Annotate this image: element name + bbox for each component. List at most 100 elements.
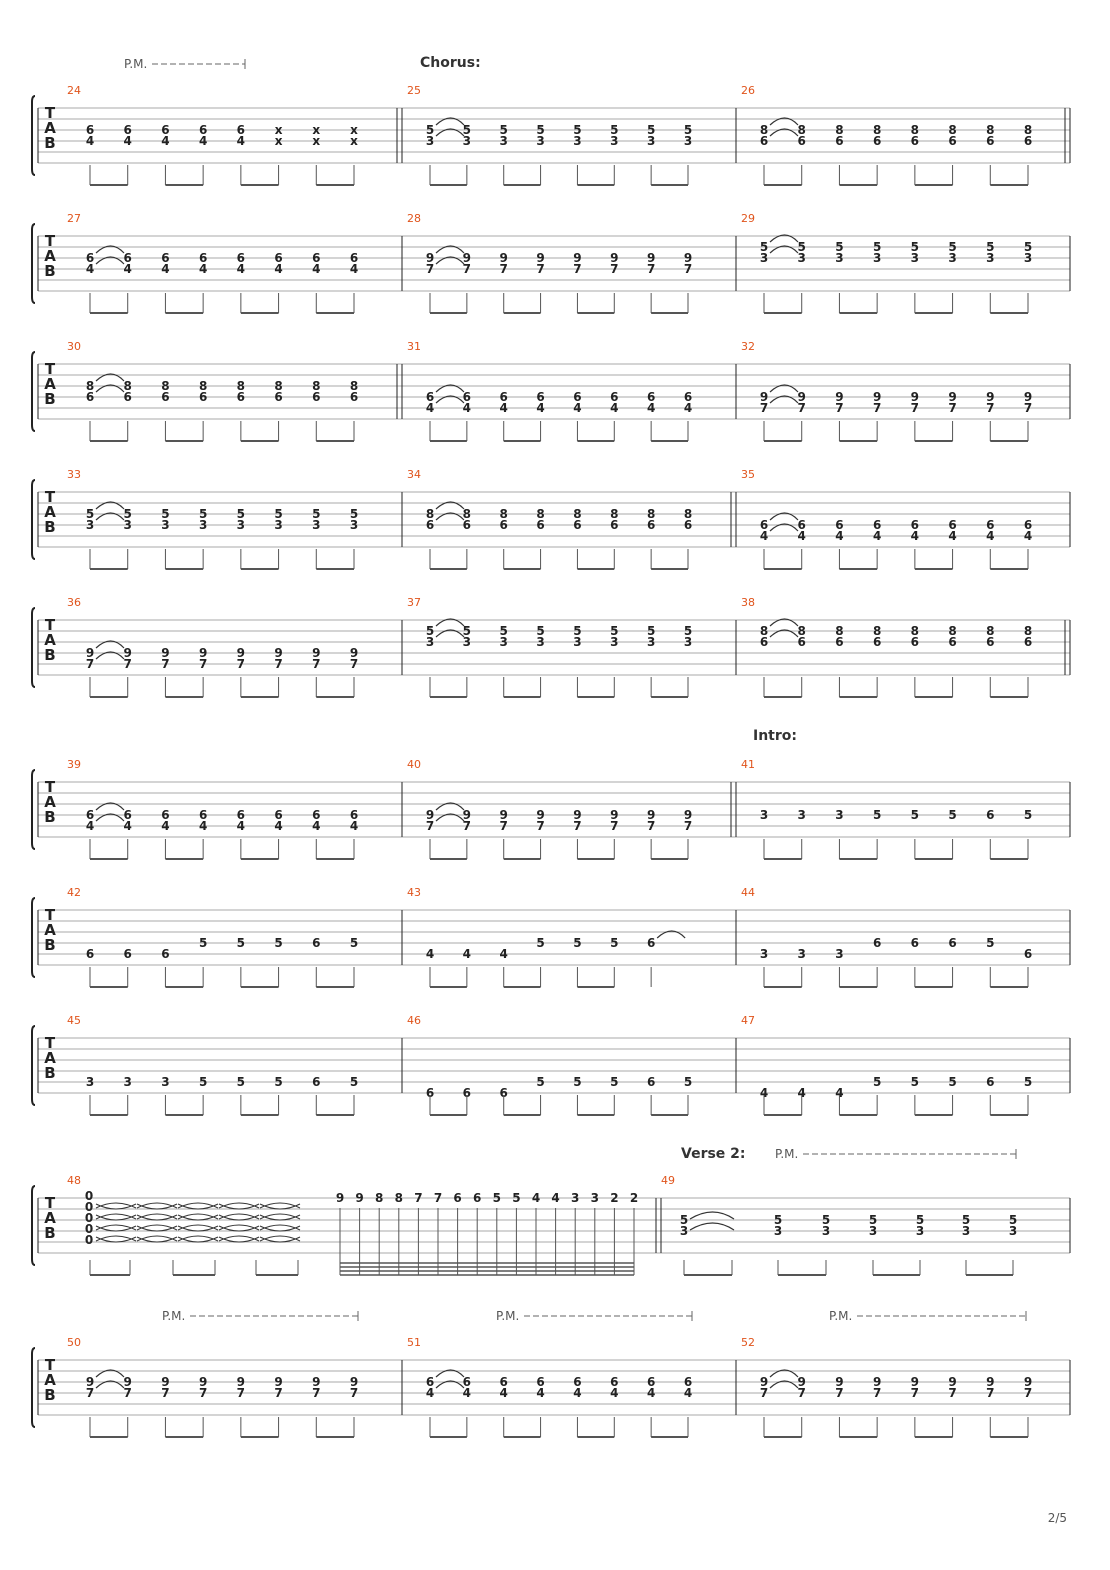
tie-arc — [218, 1203, 260, 1210]
tie-arc — [95, 813, 125, 822]
fret-number: 6 — [124, 947, 132, 961]
fret-number: 5 — [774, 1213, 782, 1227]
fret-number: 4 — [911, 529, 919, 543]
fret-number: 6 — [274, 808, 282, 822]
fret-number: 5 — [500, 624, 508, 638]
tab-clef-letter: T — [45, 1194, 56, 1212]
fret-number: 4 — [312, 819, 320, 833]
fret-number: 3 — [463, 635, 471, 649]
fret-number: 7 — [873, 401, 881, 415]
tab-clef-letter: A — [44, 921, 56, 939]
fret-number: 3 — [536, 635, 544, 649]
fret-number: 6 — [274, 251, 282, 265]
fret-number: 5 — [536, 936, 544, 950]
fret-number: 6 — [237, 390, 245, 404]
fret-number: 6 — [312, 808, 320, 822]
fret-number: 9 — [237, 646, 245, 660]
fret-number: 6 — [161, 808, 169, 822]
tie-arc — [435, 618, 465, 627]
fret-number: 6 — [760, 518, 768, 532]
section-label-verse2: Verse 2: — [681, 1146, 746, 1162]
fret-number: 5 — [610, 624, 618, 638]
tie-arc — [177, 1236, 219, 1243]
fret-number: x — [312, 123, 320, 137]
fret-number: 6 — [986, 518, 994, 532]
tab-clef-letter: B — [44, 134, 55, 152]
fret-number: 8 — [274, 379, 282, 393]
fret-number: 6 — [199, 808, 207, 822]
measure-number: 43 — [407, 886, 421, 899]
tie-arc — [435, 501, 465, 510]
fret-number: 6 — [873, 936, 881, 950]
fret-number: 5 — [948, 1075, 956, 1089]
tie-arc — [95, 1225, 137, 1232]
fret-number: 7 — [426, 262, 434, 276]
fret-number: 9 — [336, 1191, 344, 1205]
fret-number: 8 — [124, 379, 132, 393]
fret-number: 9 — [500, 251, 508, 265]
fret-number: 5 — [760, 240, 768, 254]
fret-number: 9 — [573, 251, 581, 265]
fret-number: 3 — [798, 947, 806, 961]
tie-arc — [259, 1235, 301, 1242]
fret-number: 4 — [124, 262, 132, 276]
fret-number: 6 — [86, 123, 94, 137]
system-bracket — [31, 95, 36, 176]
measure-number: 45 — [67, 1014, 81, 1027]
tie-arc — [95, 373, 125, 382]
tab-clef-letter: A — [44, 1049, 56, 1067]
fret-number: 7 — [500, 819, 508, 833]
fret-number: 6 — [350, 808, 358, 822]
tab-clef-letter: A — [44, 793, 56, 811]
fret-number: 6 — [463, 518, 471, 532]
tab-staff — [31, 1185, 1071, 1266]
measure-number: 25 — [407, 84, 421, 97]
fret-number: 3 — [161, 1075, 169, 1089]
tie-arc — [769, 234, 799, 243]
fret-number: 3 — [237, 518, 245, 532]
fret-number: 7 — [948, 401, 956, 415]
tie-arc — [259, 1214, 301, 1221]
tie-arc — [769, 512, 799, 521]
fret-number: 8 — [610, 507, 618, 521]
fret-number: 4 — [948, 529, 956, 543]
fret-number: 9 — [124, 646, 132, 660]
fret-number: 4 — [237, 134, 245, 148]
palm-mute-label: P.M. — [829, 1309, 852, 1323]
fret-number: 4 — [199, 134, 207, 148]
fret-number: 7 — [161, 657, 169, 671]
fret-number: 3 — [536, 134, 544, 148]
fret-number: 6 — [573, 518, 581, 532]
fret-number: 9 — [426, 251, 434, 265]
fret-number: 9 — [647, 808, 655, 822]
fret-number: 9 — [835, 390, 843, 404]
fret-number: 3 — [835, 947, 843, 961]
fret-number: 5 — [573, 1075, 581, 1089]
fret-number: 9 — [911, 1375, 919, 1389]
fret-number: 3 — [124, 1075, 132, 1089]
tab-clef-letter: T — [45, 778, 56, 796]
fret-number: 6 — [647, 936, 655, 950]
fret-number: 6 — [312, 936, 320, 950]
tab-staff — [31, 223, 1071, 304]
fret-number: 4 — [551, 1191, 559, 1205]
tie-arc — [769, 1369, 799, 1378]
fret-number: x — [350, 123, 358, 137]
fret-number: 9 — [312, 1375, 320, 1389]
fret-number: 6 — [610, 1375, 618, 1389]
tie-arc — [259, 1224, 301, 1231]
fret-number: 6 — [161, 123, 169, 137]
tie-arc — [136, 1203, 178, 1210]
tab-clef-letter: B — [44, 1224, 55, 1242]
fret-number: 7 — [463, 819, 471, 833]
fret-number: 9 — [161, 1375, 169, 1389]
section-label-intro: Intro: — [753, 728, 797, 744]
fret-number: 4 — [500, 401, 508, 415]
tie-arc — [435, 512, 465, 521]
tie-arc — [95, 245, 125, 254]
fret-number: 9 — [274, 646, 282, 660]
fret-number: 7 — [684, 262, 692, 276]
fret-number: 5 — [512, 1191, 520, 1205]
tab-staff — [31, 479, 1071, 560]
fret-number: 7 — [873, 1386, 881, 1400]
